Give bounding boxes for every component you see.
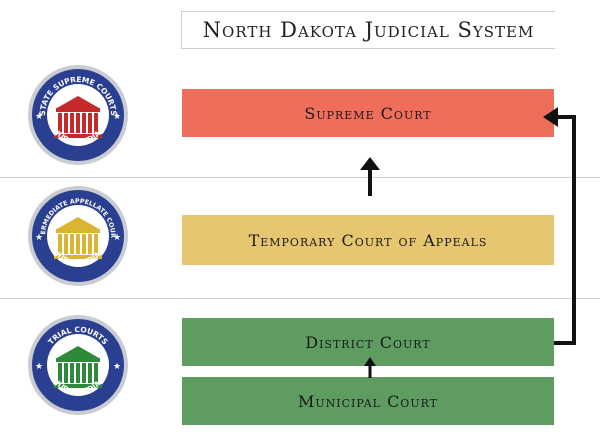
district-to-supreme-arrow <box>554 115 576 345</box>
seal-column <box>64 363 68 383</box>
supreme-court-label: Supreme Court <box>304 103 432 123</box>
district-court-box: District Court <box>182 318 554 366</box>
seal-column <box>76 363 80 383</box>
star-icon: ★ <box>113 233 121 243</box>
seal-column <box>88 234 92 254</box>
seal-column <box>70 234 74 254</box>
seal-column <box>94 234 98 254</box>
district-court-label: District Court <box>305 332 431 352</box>
seal-column <box>58 113 62 133</box>
seal-column <box>88 113 92 133</box>
seal-column <box>82 234 86 254</box>
seal-column <box>76 234 80 254</box>
star-icon: ★ <box>35 112 43 122</box>
supreme-courts-seal: STATE SUPREME COURTS JUDGEPEDIA ★ ★ <box>28 65 128 165</box>
star-icon: ★ <box>113 362 121 372</box>
temporary-court-of-appeals-box: Temporary Court of Appeals <box>182 215 554 265</box>
trial-courts-seal: TRIAL COURTS JUDGEPEDIA ★ ★ <box>28 315 128 415</box>
star-icon: ★ <box>113 112 121 122</box>
arrowhead-up-icon <box>360 157 380 170</box>
seal-column <box>64 113 68 133</box>
arrowhead-left-icon <box>543 107 558 127</box>
star-icon: ★ <box>35 233 43 243</box>
seal-column <box>70 113 74 133</box>
star-icon: ★ <box>35 362 43 372</box>
temporary-court-of-appeals-label: Temporary Court of Appeals <box>248 230 488 250</box>
seal-column <box>58 234 62 254</box>
tier-divider-2 <box>0 298 600 299</box>
seal-column <box>82 113 86 133</box>
municipal-court-label: Municipal Court <box>297 391 439 411</box>
seal-column <box>70 363 74 383</box>
seal-column <box>64 234 68 254</box>
seal-column <box>76 113 80 133</box>
municipal-court-box: Municipal Court <box>182 377 554 425</box>
tier-divider-1 <box>0 177 600 178</box>
diagram-title: North Dakota Judicial System <box>181 11 555 49</box>
seal-column <box>88 363 92 383</box>
intermediate-appellate-courts-seal: INTERMEDIATE APPELLATE COURTS JUDGEPEDIA… <box>27 185 128 286</box>
arrowhead-up-icon <box>364 357 376 366</box>
seal-column <box>94 113 98 133</box>
supreme-court-box: Supreme Court <box>182 89 554 137</box>
seal-column <box>82 363 86 383</box>
seal-column <box>58 363 62 383</box>
seal-column <box>94 363 98 383</box>
